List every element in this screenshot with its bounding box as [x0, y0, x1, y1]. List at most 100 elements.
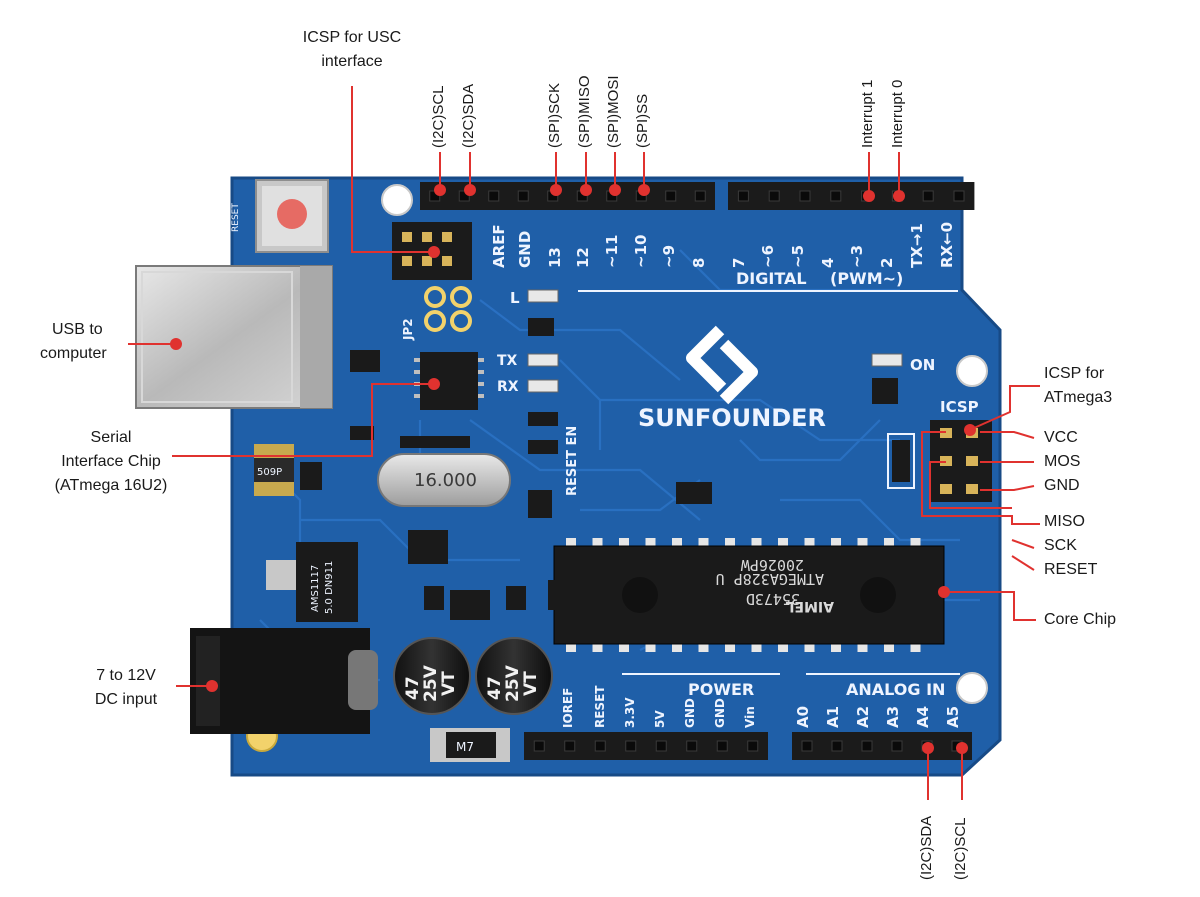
svg-text:DIGITAL: DIGITAL	[736, 269, 807, 288]
power-header-pin	[687, 741, 697, 751]
analog-pin-label: A5	[944, 706, 962, 728]
svg-text:509P: 509P	[257, 467, 282, 478]
dc-jack	[190, 628, 378, 734]
analog-header-pin	[802, 741, 812, 751]
digital-pin-label: ~3	[848, 245, 866, 268]
digital-headers	[420, 182, 974, 210]
digital-header-left-pin	[666, 191, 676, 201]
svg-text:POWER: POWER	[688, 680, 754, 699]
label-dc-input: 7 to 12V DC input	[76, 664, 176, 712]
digital-header-right-body	[728, 182, 974, 210]
power-header-pin	[565, 741, 575, 751]
power-pin-label: IOREF	[561, 688, 575, 728]
atmega16u2-chip	[414, 352, 484, 410]
label-mos: MOS	[1044, 450, 1080, 474]
digital-pin-label: ~5	[789, 245, 807, 268]
power-pin-label: RESET	[593, 685, 607, 728]
svg-text:ATMEGA328P U: ATMEGA328P U	[716, 570, 824, 588]
svg-text:L: L	[510, 289, 520, 307]
svg-text:TX: TX	[497, 353, 518, 369]
label-icsp-pins-b: MISO SCK RESET	[1044, 510, 1097, 582]
analog-pin-label: A0	[794, 706, 812, 728]
label-serial-line3: (ATmega 16U2)	[40, 474, 182, 498]
digital-pin-label: ~9	[660, 245, 678, 268]
digital-pin-label: ~6	[759, 245, 777, 268]
label-usb-line2: computer	[40, 342, 107, 366]
label-interrupt-1: Interrupt 1	[859, 80, 876, 148]
digital-pin-label: ~11	[603, 235, 621, 268]
analog-pin-label: A2	[854, 706, 872, 728]
digital-header-right-pin	[800, 191, 810, 201]
digital-pin-label: TX→1	[908, 223, 926, 268]
digital-pin-label: 12	[574, 247, 592, 268]
label-sck: SCK	[1044, 534, 1097, 558]
svg-text:VT: VT	[521, 671, 541, 696]
analog-pin-label: A4	[914, 706, 932, 728]
svg-text:ON: ON	[910, 356, 935, 374]
label-bottom-i2c-sda: (I2C)SDA	[918, 816, 935, 880]
digital-pin-label: ~10	[632, 235, 650, 268]
power-header-pin	[595, 741, 605, 751]
label-bottom-i2c-scl: (I2C)SCL	[952, 817, 969, 880]
label-icsp-atmega: ICSP for ATmega3	[1044, 362, 1112, 410]
digital-header-left-pin	[489, 191, 499, 201]
digital-pin-label: GND	[516, 231, 534, 268]
label-top-i2c-scl: (I2C)SCL	[430, 85, 447, 148]
digital-pin-label: 7	[730, 258, 748, 268]
label-dc-line2: DC input	[76, 688, 176, 712]
power-header-pin	[534, 741, 544, 751]
digital-pin-label: RX←0	[938, 222, 956, 268]
analog-header-body	[792, 732, 972, 760]
label-reset: RESET	[1044, 558, 1097, 582]
brand-text: SUNFOUNDER	[638, 404, 826, 432]
svg-text:5.0 DN911: 5.0 DN911	[324, 561, 335, 614]
digital-header-right-pin	[831, 191, 841, 201]
svg-text:ANALOG IN: ANALOG IN	[846, 680, 945, 699]
label-icsp-usc: ICSP for USC interface	[290, 26, 414, 74]
digital-pin-label: 4	[819, 258, 837, 268]
label-icsp-pins-a: VCC MOS GND	[1044, 426, 1080, 498]
label-serial-line1: Serial	[40, 426, 182, 450]
label-icsp-usc-line1: ICSP for USC	[290, 26, 414, 50]
digital-pin-label: 13	[546, 247, 564, 268]
svg-text:RX: RX	[497, 379, 519, 395]
svg-text:(PWM~): (PWM~)	[830, 269, 903, 288]
power-pin-label: 3.3V	[623, 697, 637, 728]
analog-header-pin	[862, 741, 872, 751]
analog-pin-label: A3	[884, 706, 902, 728]
svg-text:AMS1117: AMS1117	[310, 565, 321, 612]
label-interrupt-0: Interrupt 0	[889, 80, 906, 148]
analog-header-pin	[892, 741, 902, 751]
label-serial-chip: Serial Interface Chip (ATmega 16U2)	[40, 426, 182, 498]
label-vcc: VCC	[1044, 426, 1080, 450]
power-pin-label: GND	[713, 698, 727, 728]
svg-text:ICSP: ICSP	[940, 398, 979, 416]
power-pin-label: GND	[683, 698, 697, 728]
label-dc-line1: 7 to 12V	[76, 664, 176, 688]
svg-text:RESET: RESET	[231, 203, 241, 232]
digital-header-right-pin	[738, 191, 748, 201]
svg-text:M7: M7	[456, 740, 474, 754]
label-icsp-atmega-line2: ATmega3	[1044, 386, 1112, 410]
svg-text:VT: VT	[439, 671, 459, 696]
label-usb: USB to computer	[40, 318, 107, 366]
label-icsp-atmega-line1: ICSP for	[1044, 362, 1112, 386]
label-spi-ss: (SPI)SS	[634, 94, 651, 148]
power-headers	[524, 732, 768, 760]
power-header-pin	[656, 741, 666, 751]
power-header-pin	[717, 741, 727, 751]
label-usb-line1: USB to	[40, 318, 107, 342]
digital-header-right-pin	[769, 191, 779, 201]
svg-text:25V: 25V	[421, 664, 441, 702]
digital-pin-label: AREF	[490, 224, 508, 268]
digital-pin-label: 8	[690, 258, 708, 268]
usb-connector	[136, 266, 332, 408]
label-serial-line2: Interface Chip	[40, 450, 182, 474]
label-miso: MISO	[1044, 510, 1097, 534]
digital-header-left-pin	[695, 191, 705, 201]
label-gnd: GND	[1044, 474, 1080, 498]
label-core-chip: Core Chip	[1044, 608, 1116, 632]
label-spi-miso: (SPI)MISO	[576, 75, 593, 148]
analog-header-pin	[832, 741, 842, 751]
